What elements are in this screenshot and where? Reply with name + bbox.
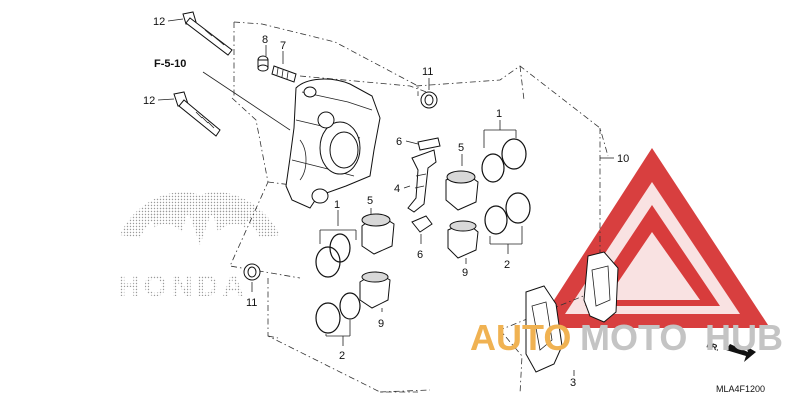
dust-seal-lower [243, 263, 261, 281]
honda-watermark: HONDA [118, 191, 280, 303]
callout-5-left: 5 [367, 195, 373, 207]
pad-spring [407, 149, 437, 213]
automotohub-auto: AUTO [470, 317, 571, 358]
bolt-lower [173, 91, 221, 137]
brake-pad-inner [525, 285, 563, 373]
callout-6-upper: 6 [396, 136, 402, 148]
bleeder-screw [271, 65, 297, 83]
callout-11-upper: 11 [422, 66, 433, 78]
front-direction-arrow-icon [726, 344, 756, 362]
front-direction-label: FR. [705, 340, 720, 353]
automotohub-logo-icon [536, 148, 770, 328]
callout-10: 10 [617, 153, 629, 165]
callout-1-right: 1 [496, 108, 502, 120]
piston-outer-lower [447, 220, 479, 259]
callout-8: 8 [262, 34, 268, 46]
bolt-upper [182, 11, 233, 56]
callout-3: 3 [570, 377, 576, 389]
callout-4: 4 [394, 183, 400, 195]
diagram-code: MLA4F1200 [716, 384, 765, 394]
callout-9-right: 9 [462, 267, 468, 279]
callout-7: 7 [280, 40, 286, 52]
callout-11-lower: 11 [246, 297, 257, 309]
caliper-body [285, 78, 381, 209]
leader-lines [157, 18, 614, 376]
automotohub-moto: MOTO [580, 317, 687, 358]
brake-pad-outer [583, 251, 619, 323]
automotohub-wordmark: AUTO MOTO HUB [470, 317, 783, 358]
callout-12-upper: 12 [153, 16, 165, 28]
piston-inner-lower [359, 271, 391, 309]
piston-outer-upper [445, 170, 479, 211]
callout-6-lower: 6 [417, 249, 423, 261]
callout-9-left: 9 [378, 318, 384, 330]
callout-5-right: 5 [458, 142, 464, 154]
piston-seals-left [315, 233, 361, 334]
automotohub-hub: HUB [705, 317, 783, 358]
callout-2-left: 2 [339, 350, 345, 362]
callout-2-right: 2 [504, 259, 510, 271]
bleeder-cap [257, 55, 269, 72]
piston-inner-upper [361, 213, 395, 255]
callout-12-lower: 12 [143, 95, 155, 107]
callout-1-left: 1 [334, 199, 340, 211]
dust-seal-upper [420, 91, 438, 109]
pad-pin-lower [411, 215, 433, 233]
honda-wordmark: HONDA [118, 270, 248, 303]
figure-reference: F-5-10 [154, 58, 186, 70]
piston-seals-right [481, 138, 531, 235]
pad-pin-upper [417, 137, 441, 151]
